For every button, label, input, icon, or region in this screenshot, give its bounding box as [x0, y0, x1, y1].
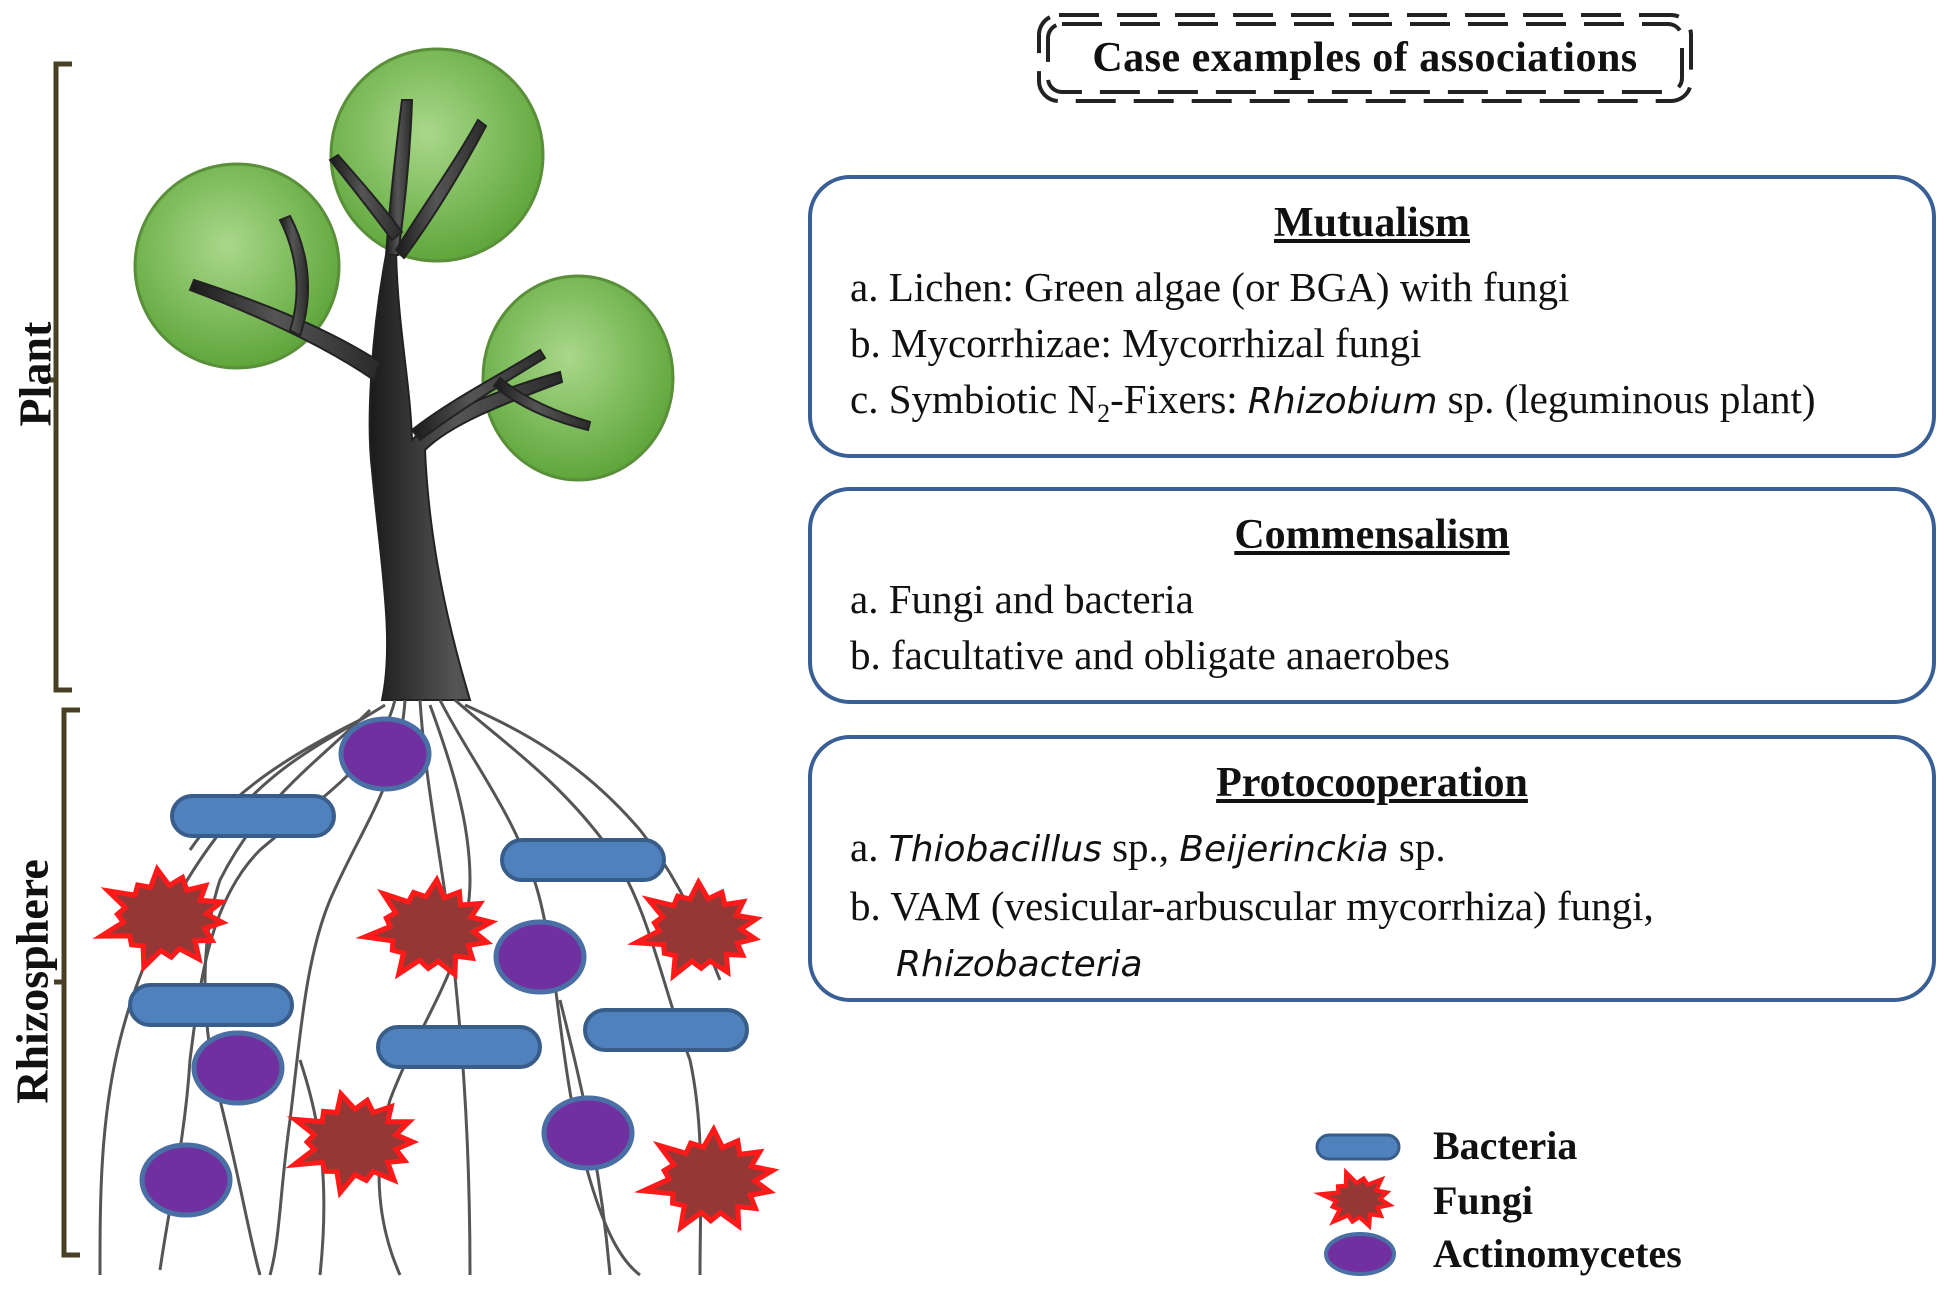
commensalism-item-a: a. Fungi and bacteria: [850, 576, 1194, 622]
bacteria-cells: [128, 794, 749, 1069]
mutualism-item-b: b. Mycorrhizae: Mycorrhizal fungi: [850, 320, 1422, 366]
protocooperation-item-b-cont: Rhizobacteria: [834, 934, 1910, 993]
tree-trunk: [188, 99, 592, 701]
protocooperation-item-a-species-2: Beijerinckia: [1179, 829, 1389, 870]
bacteria-cell: [128, 983, 294, 1027]
legend-bacteria-icon: [1315, 1133, 1401, 1161]
mutualism-item-c-suffix: sp. (leguminous plant): [1437, 376, 1816, 422]
legend-fungi-icon: [1313, 1167, 1395, 1231]
leaf-circle-top: [329, 47, 545, 263]
mutualism-item-c-mid: -Fixers:: [1110, 376, 1248, 422]
actinomycetes-cells: [139, 716, 635, 1218]
actinomycetes-cell: [493, 919, 587, 995]
mutualism-item-c-species: Rhizobium: [1247, 381, 1438, 422]
plant-label: Plant: [9, 321, 61, 427]
fungi-cell: [626, 876, 763, 982]
protocooperation-item-a-prefix: a.: [850, 824, 889, 870]
bacteria-cell: [583, 1008, 749, 1052]
commensalism-title: Commensalism: [1234, 512, 1510, 558]
protocooperation-item-b-species: Rhizobacteria: [896, 944, 1143, 985]
commensalism-panel: Commensalism a. Fungi and bacteria b. fa…: [808, 487, 1936, 704]
fungi-cell: [285, 1088, 420, 1199]
commensalism-item-b: b. facultative and obligate anaerobes: [850, 632, 1450, 678]
mutualism-item-a: a. Lichen: Green algae (or BGA) with fun…: [850, 264, 1570, 310]
legend-bacteria-label: Bacteria: [1433, 1122, 1578, 1168]
fungi-cell: [355, 874, 499, 980]
protocooperation-item-a: a. Thiobacillus sp., Beijerinckia sp.: [834, 819, 1910, 878]
actinomycetes-cell: [338, 716, 432, 792]
protocooperation-item-b: b. VAM (vesicular-arbuscular mycorrhiza)…: [850, 883, 1654, 929]
leaf-circle-right: [481, 274, 675, 482]
page-title: Case examples of associations: [1092, 35, 1638, 81]
plant-bracket: [46, 61, 72, 693]
rhizosphere-label: Rhizosphere: [6, 859, 58, 1104]
bacteria-cell: [500, 838, 666, 882]
legend-icons: [1313, 1133, 1401, 1276]
mutualism-title: Mutualism: [1273, 200, 1470, 246]
bacteria-cell: [170, 794, 336, 838]
legend-actinomycetes-icon: [1324, 1232, 1396, 1276]
protocooperation-panel: Protocooperation a. Thiobacillus sp., Be…: [808, 735, 1936, 1002]
protocooperation-item-a-mid: sp.,: [1101, 824, 1180, 870]
title-frame-border: [1037, 13, 1693, 103]
rhizosphere-bracket: [54, 707, 80, 1258]
legend-fungi-label: Fungi: [1433, 1177, 1534, 1223]
fungi-cell: [633, 1123, 780, 1234]
title-frame: Case examples of associations: [1036, 12, 1694, 104]
mutualism-item-c: c. Symbiotic N2-Fixers: Rhizobium sp. (l…: [834, 371, 1910, 442]
actinomycetes-cell: [139, 1142, 233, 1218]
protocooperation-title: Protocooperation: [1216, 760, 1528, 806]
fungi-cells: [92, 863, 780, 1234]
protocooperation-item-a-species-1: Thiobacillus: [888, 829, 1102, 870]
mutualism-item-c-prefix: c. Symbiotic N: [850, 376, 1098, 422]
legend-actinomycetes-label: Actinomycetes: [1433, 1230, 1682, 1276]
bacteria-cell: [376, 1025, 542, 1069]
legend-fungi-shape: [1313, 1167, 1395, 1231]
actinomycetes-cell: [191, 1030, 285, 1106]
mutualism-panel: Mutualism a. Lichen: Green algae (or BGA…: [808, 175, 1936, 458]
actinomycetes-cell: [541, 1095, 635, 1171]
mutualism-item-c-subscript: 2: [1097, 399, 1111, 429]
protocooperation-item-a-suffix: sp.: [1388, 824, 1446, 870]
fungi-cell: [92, 863, 229, 973]
